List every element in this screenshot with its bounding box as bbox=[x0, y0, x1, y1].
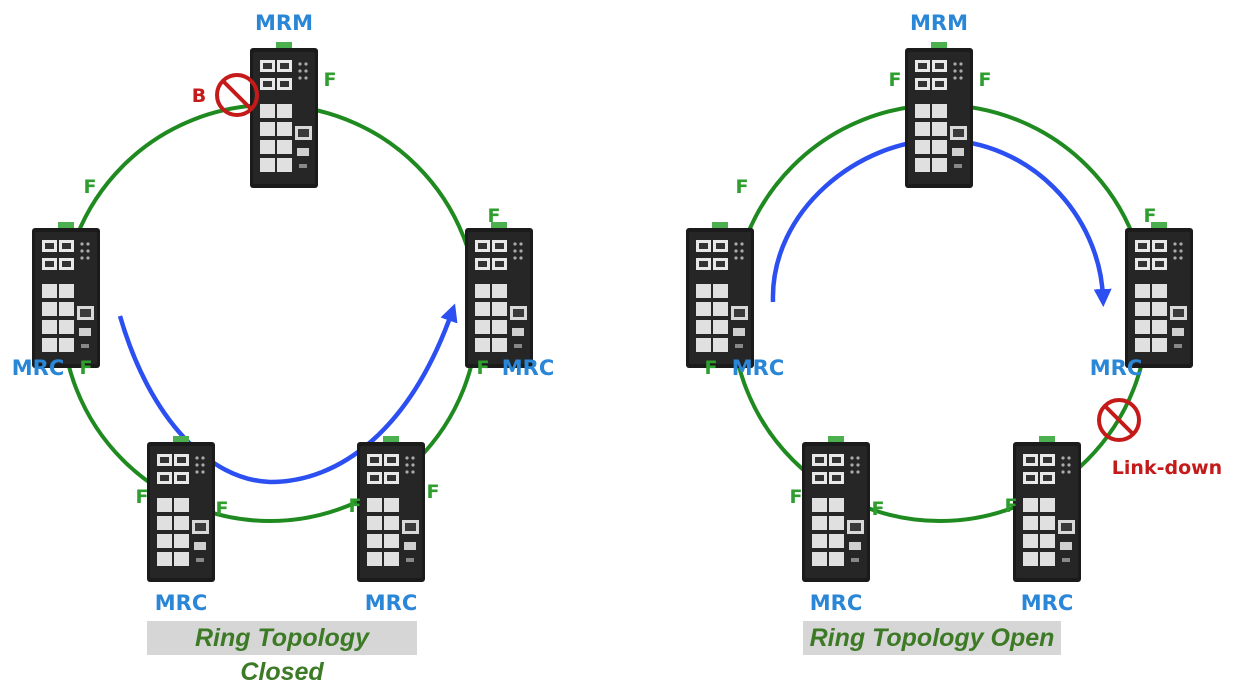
open-left-switch bbox=[686, 222, 754, 368]
open-bottom-right-role: MRC bbox=[1021, 591, 1073, 615]
closed-bottom-left-port-right: F bbox=[216, 498, 229, 520]
open-left-port-bottom: F bbox=[705, 357, 718, 379]
open-right-role: MRC bbox=[1090, 356, 1142, 380]
open-right-switch bbox=[1125, 222, 1193, 368]
closed-bottom-left-port-left: F bbox=[136, 486, 149, 508]
closed-left-role: MRC bbox=[12, 356, 64, 380]
open-bottom-left-role: MRC bbox=[810, 591, 862, 615]
open-caption: Ring Topology Open bbox=[803, 621, 1061, 655]
closed-right-port-bottom: F bbox=[477, 357, 490, 379]
open-left-role: MRC bbox=[732, 356, 784, 380]
closed-bottom-right-port-right: F bbox=[427, 481, 440, 503]
open-left-port-top: F bbox=[736, 176, 749, 198]
open-bottom-left-switch bbox=[802, 436, 870, 582]
closed-mrm-port-left: B bbox=[192, 85, 206, 107]
closed-right-switch bbox=[465, 222, 533, 368]
prohibited-icon bbox=[1097, 398, 1141, 442]
closed-bottom-right-role: MRC bbox=[365, 591, 417, 615]
closed-bottom-right-port-left: F bbox=[349, 495, 362, 517]
open-mrm-role: MRM bbox=[910, 11, 968, 35]
closed-right-role: MRC bbox=[502, 356, 554, 380]
closed-flow-arrow bbox=[117, 303, 458, 485]
closed-bottom-left-role: MRC bbox=[155, 591, 207, 615]
open-bottom-right-switch bbox=[1013, 436, 1081, 582]
closed-left-port-top: F bbox=[84, 176, 97, 198]
open-topology: MRM F F F F MRC F MRC Link-down F F MRC … bbox=[686, 11, 1222, 615]
closed-left-port-bottom: F bbox=[80, 357, 93, 379]
open-bottom-left-port-right: F bbox=[872, 498, 885, 520]
closed-bottom-right-switch bbox=[357, 436, 425, 582]
open-mrm-switch bbox=[905, 42, 973, 188]
closed-mrm-switch bbox=[250, 42, 318, 188]
open-bottom-left-port-left: F bbox=[790, 486, 803, 508]
closed-mrm-role: MRM bbox=[255, 11, 313, 35]
open-bottom-right-port-left: F bbox=[1005, 495, 1018, 517]
closed-left-switch bbox=[32, 222, 100, 368]
closed-bottom-left-switch bbox=[147, 436, 215, 582]
open-mrm-port-left: F bbox=[889, 69, 902, 91]
open-fault-label: Link-down bbox=[1112, 457, 1222, 479]
closed-topology: MRM B F F MRC F F F MRC F F MRC F F MRC bbox=[12, 11, 554, 615]
open-mrm-port-right: F bbox=[979, 69, 992, 91]
closed-mrm-port-right: F bbox=[324, 69, 337, 91]
closed-right-port-top: F bbox=[488, 205, 501, 227]
open-right-port-top: F bbox=[1144, 205, 1157, 227]
closed-caption: Ring Topology Closed bbox=[147, 621, 417, 686]
